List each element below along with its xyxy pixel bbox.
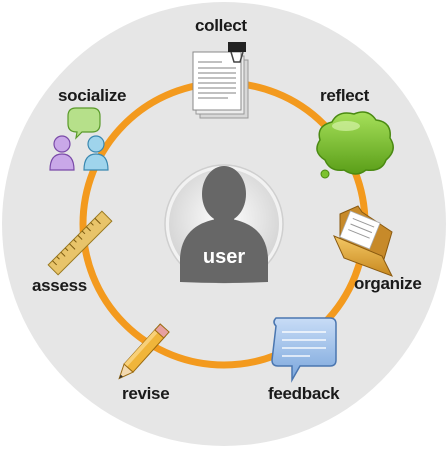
ruler-icon [47,210,113,276]
user-badge [164,164,284,284]
person-blue [83,135,109,171]
people-chat-icon [49,107,109,171]
center-user-label: user [202,246,246,268]
user-silhouette-icon [180,166,268,283]
step-label-organize: organize [354,274,422,293]
speech-bubble-icon [271,317,337,383]
step-label-reflect: reflect [320,86,369,105]
step-label-revise: revise [122,384,170,403]
step-label-collect: collect [195,16,247,35]
clipped-document-icon [192,42,249,119]
step-label-socialize: socialize [58,86,127,105]
step-label-feedback: feedback [268,384,340,403]
open-folder-icon [333,205,394,277]
person-purple [49,135,75,171]
step-label-assess: assess [32,276,87,295]
green-thought-cloud-icon [316,111,394,179]
pencil-icon [118,323,170,380]
